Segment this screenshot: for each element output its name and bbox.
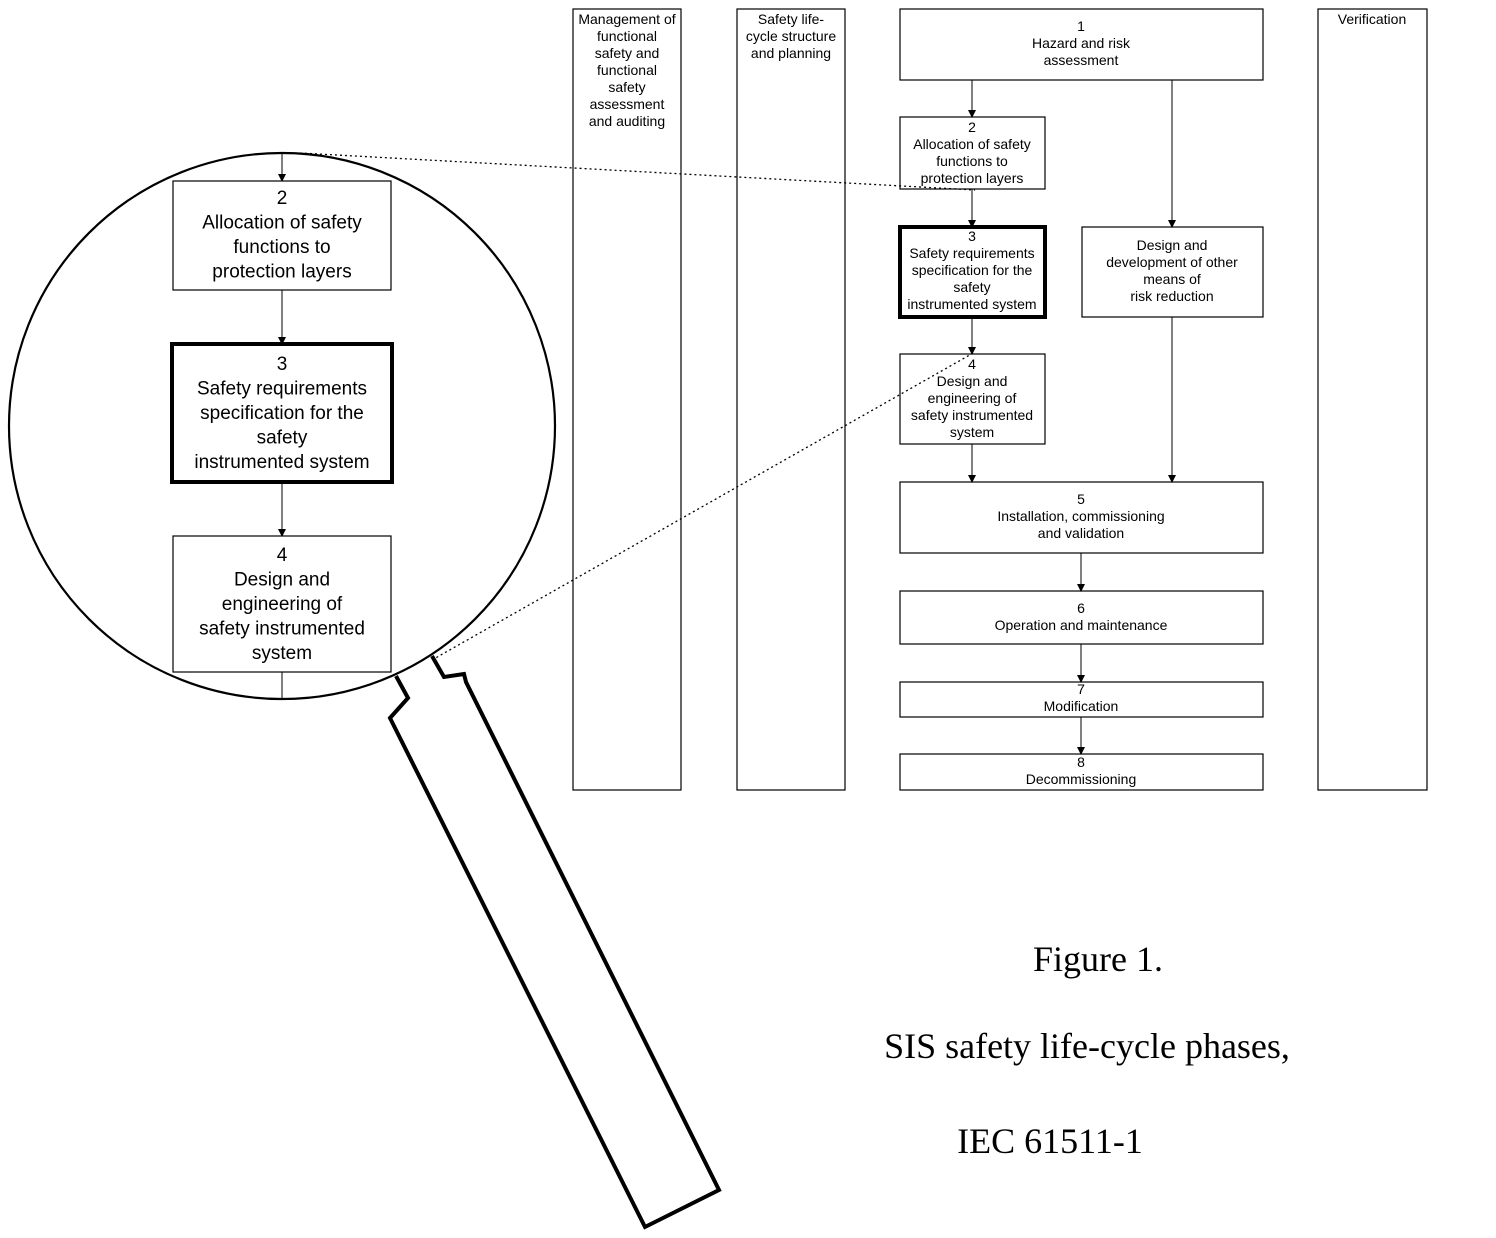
label-line: safety and — [595, 45, 660, 61]
figure-caption: Figure 1. SIS safety life-cycle phases, … — [884, 939, 1290, 1161]
label-line: Installation, commissioning — [997, 508, 1164, 524]
label-line: functional — [597, 28, 657, 44]
label-line: assessment — [590, 96, 665, 112]
caption-title: SIS safety life-cycle phases, — [884, 1026, 1290, 1066]
label-line: development of other — [1106, 254, 1238, 270]
label-line: Allocation of safety — [913, 136, 1031, 152]
label-line: 2 — [968, 119, 976, 135]
label-line: 3 — [277, 354, 288, 375]
label-line: Decommissioning — [1026, 771, 1136, 787]
label-line: 8 — [1077, 754, 1085, 770]
label-line: safety instrumented — [911, 407, 1033, 423]
label-line: Operation and maintenance — [995, 617, 1168, 633]
label-line: 7 — [1077, 681, 1085, 697]
label-line: Hazard and risk — [1032, 35, 1131, 51]
label-line: 4 — [277, 545, 288, 566]
label-line: and planning — [751, 45, 831, 61]
label-line: risk reduction — [1130, 288, 1213, 304]
label-line: safety instrumented — [199, 619, 365, 640]
label-line: protection layers — [921, 170, 1024, 186]
label-line: cycle structure — [746, 28, 836, 44]
label-line: safety — [953, 279, 990, 295]
label-line: 6 — [1077, 600, 1085, 616]
label-line: and auditing — [589, 113, 665, 129]
label-line: protection layers — [212, 262, 351, 283]
label-line: Allocation of safety — [202, 213, 362, 234]
label-line: Design and — [1137, 237, 1208, 253]
label-line: assessment — [1044, 52, 1119, 68]
caption-standard: IEC 61511-1 — [957, 1121, 1143, 1161]
verification-column: Verification — [1317, 8, 1428, 791]
label-line: instrumented system — [907, 296, 1036, 312]
zoom-projection-lines — [299, 152, 976, 661]
label-line: Safety life- — [758, 11, 824, 27]
label-line: specification for the — [200, 403, 364, 424]
label-line: system — [950, 424, 994, 440]
label-line: functions to — [936, 153, 1008, 169]
label-line: system — [252, 643, 312, 664]
svg-text:Verification: Verification — [1338, 11, 1406, 27]
label-line: Safety requirements — [197, 379, 367, 400]
label-line: and validation — [1038, 525, 1124, 541]
label-line: 2 — [277, 188, 288, 209]
label-line: specification for the — [912, 262, 1033, 278]
label-line: means of — [1143, 271, 1201, 287]
label-line: functions to — [233, 237, 330, 258]
label-line: 3 — [968, 228, 976, 244]
flow-arrows — [968, 80, 1176, 755]
label-line: Design and — [937, 373, 1008, 389]
label-line: 1 — [1077, 18, 1085, 34]
label-line: engineering of — [928, 390, 1017, 406]
label-line: safety — [257, 428, 308, 449]
label-line: engineering of — [222, 594, 343, 615]
label-line: 4 — [968, 356, 976, 372]
label-line: instrumented system — [194, 452, 369, 473]
label-line: Modification — [1044, 698, 1119, 714]
label-line: Verification — [1338, 11, 1406, 27]
label-line: Design and — [234, 570, 330, 591]
label-line: safety — [608, 79, 645, 95]
label-line: 5 — [1077, 491, 1085, 507]
label-line: Safety requirements — [909, 245, 1034, 261]
caption-figure: Figure 1. — [1033, 939, 1163, 979]
label-line: Management of — [578, 11, 675, 27]
label-line: functional — [597, 62, 657, 78]
